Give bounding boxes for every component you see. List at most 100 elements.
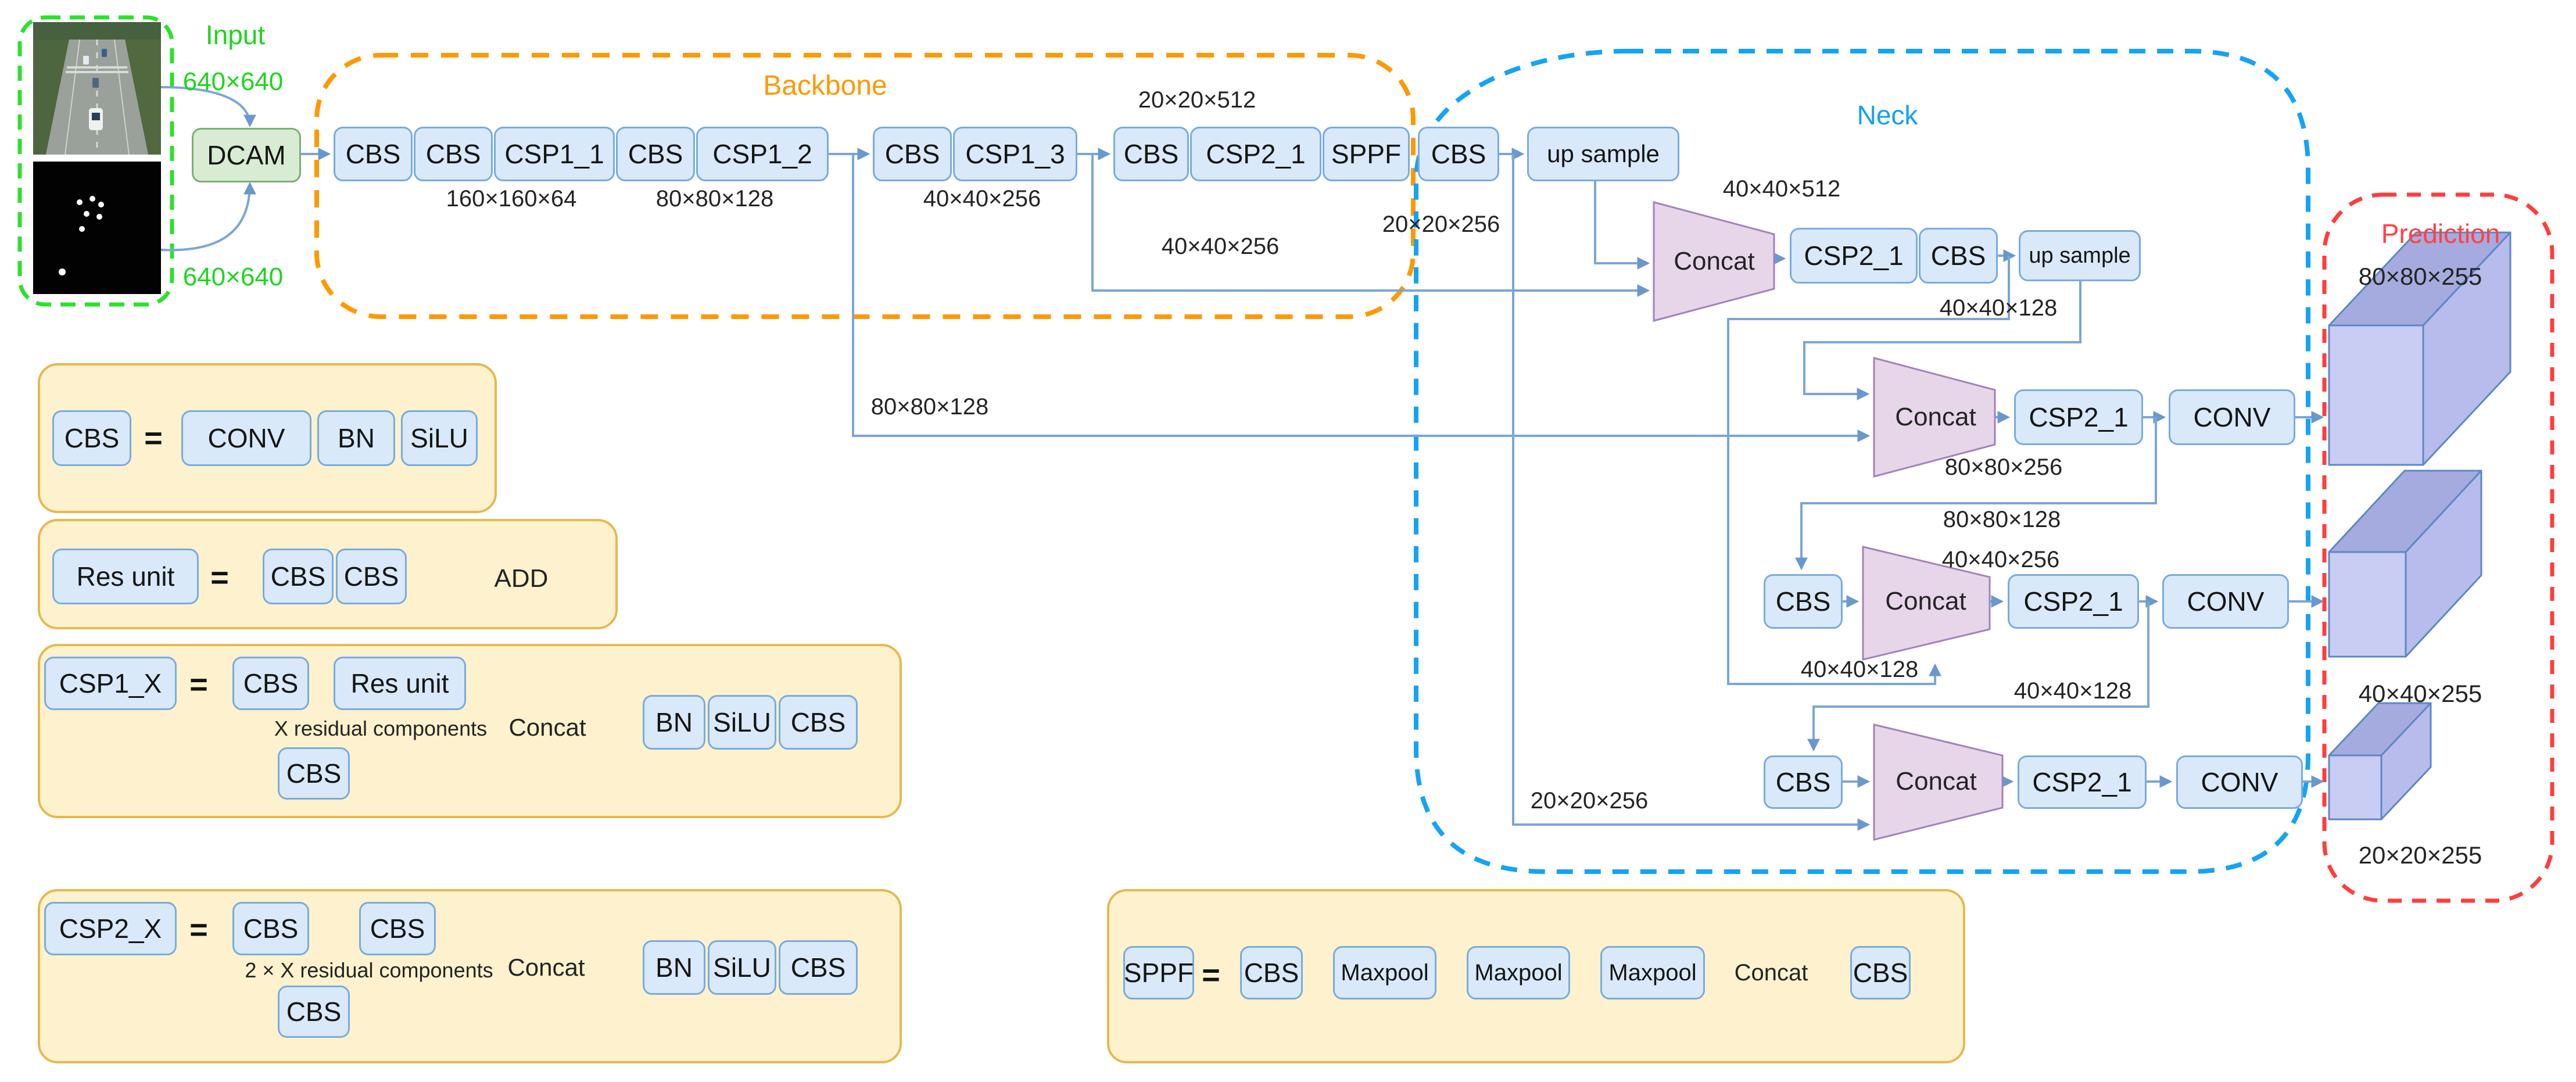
head3-cuboid-front [2328,754,2382,821]
dim-40x40x256-lateral: 40×40×256 [1161,233,1280,259]
legend-csp2-cbs1: CBS [232,902,309,955]
wire-80x80-lateral [852,154,1871,442]
legend-res-eq: = [210,560,229,595]
input-title: Input [205,20,266,50]
neck-title: Neck [1857,100,1918,130]
dim-80x80x128-down: 80×80×128 [1943,506,2061,532]
concat-shape-rowC [1862,546,1991,661]
legend-csp1-cbs-low: CBS [278,747,350,800]
neck-upsample-1: up sample [1527,127,1679,181]
legend-csp2-note: 2 × X residual components [245,958,493,982]
legend-csp2-bn: BN [643,940,705,995]
legend-csp1-silu: SiLU [708,695,776,750]
input-size-top: 640×640 [182,67,284,96]
legend-cbs-term: CBS [52,410,131,466]
backbone-node-csp1-2: CSP1_2 [696,127,829,181]
wire-upsampleA-to-concatB [1803,281,2081,400]
legend-res-term: Res unit [52,549,199,604]
backbone-node-cbs-4: CBS [873,127,952,181]
dim-80x80x128-lateral: 80×80×128 [870,393,989,420]
legend-cbs-eq: = [144,421,163,456]
neck-csp2-rowB: CSP2_1 [2014,389,2143,445]
dim-160x160x64: 160×160×64 [446,185,577,212]
neck-csp2-rowA: CSP2_1 [1790,228,1918,284]
dcam-node: DCAM [192,128,301,182]
neck-cbs-rowD: CBS [1764,755,1843,809]
legend-sppf-eq: = [1202,958,1220,993]
concat-label-rowC: Concat [1885,587,1966,615]
wire-40x40x128-to-concatC [1727,256,2010,685]
legend-res-cbs2: CBS [336,549,407,604]
legend-csp1-cbs-out: CBS [779,695,858,750]
wire-mask-to-dcam [160,181,256,252]
head2-cuboid-front [2328,551,2407,658]
input-mask [33,162,161,294]
dim-40x40x128-down: 40×40×128 [2013,678,2132,704]
legend-cbs-bn: BN [317,410,395,466]
legend-csp2-cbs-out: CBS [779,940,858,995]
legend-csp2-cbs2: CBS [359,902,436,955]
neck-conv-rowD: CONV [2176,755,2303,809]
dim-40x40x512: 40×40×512 [1722,175,1841,202]
dim-40x40x128-rowA: 40×40×128 [1939,295,2058,321]
wire-20x20-lateral [1512,154,1871,831]
concat-shape-rowB [1873,357,1996,478]
neck-csp2-rowC: CSP2_1 [2008,574,2139,629]
legend-sppf-maxpool-2: Maxpool [1467,946,1570,999]
neck-conv-rowC: CONV [2162,574,2289,629]
wire-40x40-lateral [1091,154,1650,297]
backbone-node-csp2-1: CSP2_1 [1190,127,1321,181]
concat-shape-rowA [1653,201,1775,322]
backbone-node-csp1-3: CSP1_3 [953,127,1077,181]
concat-label-sppf-legend: Concat [1734,959,1808,986]
legend-csp2-term: CSP2_X [44,902,177,955]
legend-csp1-term: CSP1_X [44,657,177,710]
prediction-region-border [2322,192,2554,903]
legend-csp1-res: Res unit [334,657,466,710]
legend-sppf-maxpool-1: Maxpool [1333,946,1436,999]
input-region-border [17,15,174,307]
backbone-node-cbs-1: CBS [334,127,413,181]
wire-rowC-down-to-cbsD [1807,601,2149,752]
dim-40x40x256-backbone: 40×40×256 [923,185,1041,212]
concat-label-rowA: Concat [1674,247,1755,275]
legend-csp1-cbs: CBS [232,657,309,710]
head1-cuboid-front [2328,324,2424,466]
wire-rowB-down-to-cbsC [1795,417,2157,571]
legend-sppf-term: SPPF [1123,946,1194,999]
legend-res-add-label: ADD [494,564,549,593]
legend-csp1-eq: = [189,667,208,702]
dim-40x40x256-rowC: 40×40×256 [1941,546,2060,572]
dim-20x20x256-top: 20×20×256 [1382,211,1500,237]
legend-sppf-cbs-out: CBS [1850,946,1911,999]
dim-80x80x128-backbone: 80×80×128 [655,185,774,212]
dim-40x40x128-rowC-left: 40×40×128 [1800,656,1919,682]
neck-cbs-rowC: CBS [1764,574,1843,629]
concat-label-csp1-legend: Concat [508,714,586,741]
neck-csp2-rowD: CSP2_1 [2018,755,2147,809]
prediction-title: Prediction [2381,218,2500,249]
concat-label-csp2-legend: Concat [507,954,585,981]
neck-upsample-2: up sample [2019,230,2141,281]
head1-dim: 80×80×255 [2358,263,2482,290]
neck-conv-rowB: CONV [2169,389,2295,445]
head3-dim: 20×20×255 [2358,841,2482,869]
legend-csp2-cbs-low: CBS [278,986,350,1038]
legend-csp1 [38,644,902,818]
legend-csp1-note: X residual components [274,716,488,740]
legend-cbs-silu: SiLU [401,410,478,466]
legend-csp1-bn: BN [643,695,705,750]
concat-label-rowD: Concat [1896,767,1977,796]
neck-cbs-rowA: CBS [1919,228,1998,284]
legend-csp2-eq: = [189,912,208,947]
head2-dim: 40×40×255 [2358,680,2482,707]
backbone-node-csp1-1: CSP1_1 [494,127,615,181]
wire-photo-to-dcam [160,86,256,128]
legend-csp2-silu: SiLU [708,940,776,995]
backbone-node-cbs-5: CBS [1113,127,1189,181]
neck-node-cbs-0: CBS [1418,127,1499,181]
backbone-region-border [314,53,1416,319]
legend-res-cbs1: CBS [263,549,334,604]
backbone-node-cbs-2: CBS [414,127,493,181]
